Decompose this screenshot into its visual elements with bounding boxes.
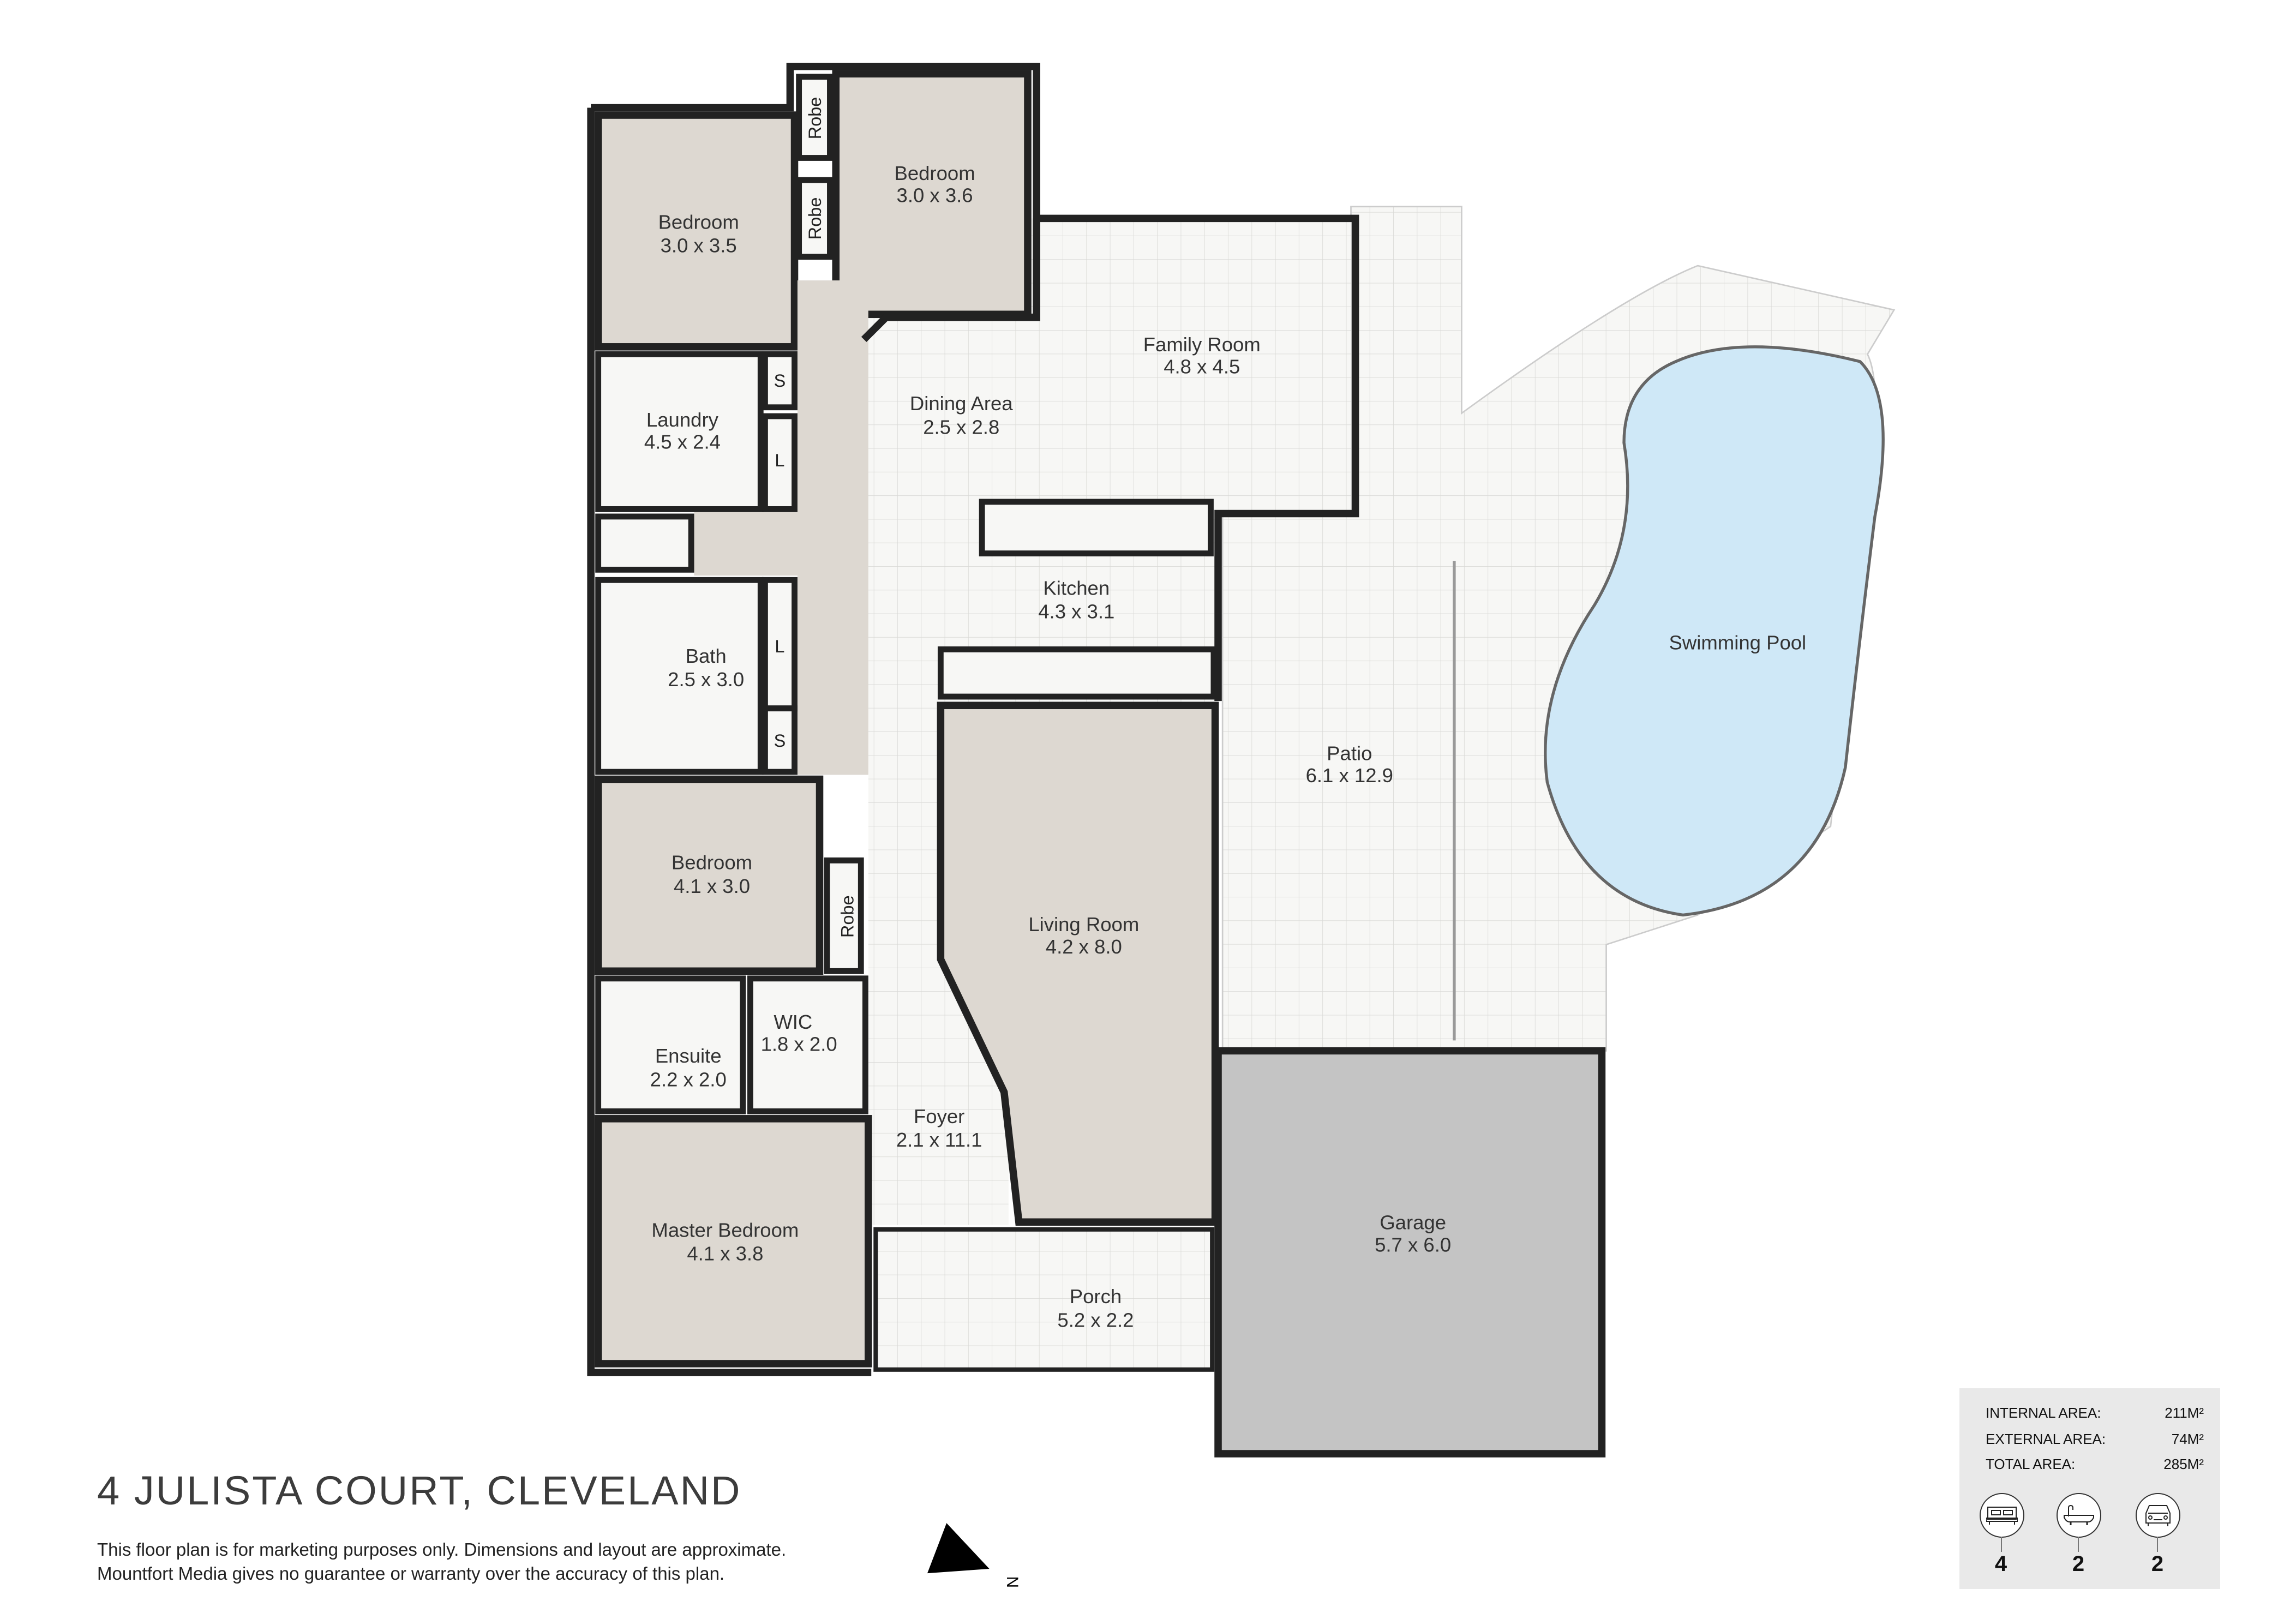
porch-floor (873, 1227, 1215, 1372)
swimming-pool (1544, 345, 1885, 917)
room-name: Living Room (1028, 913, 1139, 936)
room-dim: 2.2 x 2.0 (650, 1068, 727, 1090)
robe-3[interactable] (824, 857, 864, 974)
hallway-2 (694, 509, 805, 576)
living-room (937, 701, 1219, 1226)
room-name: Ensuite (655, 1045, 722, 1067)
cupboard-l-label: L (775, 451, 784, 470)
cupboard-s-label: S (774, 731, 786, 751)
room-name: Laundry (646, 409, 719, 431)
room-dim: 1.8 x 2.0 (761, 1033, 837, 1055)
label: TOTAL AREA: (1986, 1456, 2076, 1472)
hallway (797, 280, 868, 775)
bedroom-1 (594, 111, 799, 351)
robe-label: Robe (805, 197, 825, 240)
room-name: Garage (1380, 1212, 1446, 1234)
room-dim: 2.5 x 2.8 (923, 416, 999, 438)
room-dim: 4.1 x 3.0 (674, 875, 750, 897)
area-summary-panel: INTERNAL AREA: 211M² EXTERNAL AREA: 74M² T… (1959, 1388, 2220, 1589)
divider (2078, 1537, 2079, 1552)
car-space-count: 2 (2151, 1552, 2164, 1576)
room-dim: 4.3 x 3.1 (1038, 601, 1114, 623)
linen-cupboard-1[interactable] (762, 413, 798, 512)
car-icon (2136, 1493, 2180, 1538)
value: 74M² (2171, 1431, 2204, 1447)
kitchen-bench (979, 499, 1214, 556)
room-name: Patio (1327, 742, 1372, 764)
room-dim: 5.2 x 2.2 (1057, 1309, 1134, 1331)
robe-2[interactable] (796, 177, 833, 260)
disclaimer-line-2: Mountfort Media gives no guarantee or wa… (97, 1563, 725, 1584)
room-dim: 2.1 x 11.1 (896, 1129, 982, 1151)
room-name: Bedroom (894, 162, 975, 184)
robe-label: Robe (838, 895, 858, 938)
room-dim: 4.2 x 8.0 (1046, 936, 1122, 958)
robe-1[interactable] (796, 74, 833, 161)
internal-area-row: INTERNAL AREA: 211M² (1986, 1405, 2204, 1422)
room-dim: 2.5 x 3.0 (668, 668, 744, 691)
ensuite (595, 975, 746, 1114)
property-address: 4 JULISTA COURT, CLEVELAND (97, 1468, 742, 1513)
room-name: Bedroom (672, 852, 752, 874)
master-bedroom (594, 1115, 872, 1368)
room-name: Bath (686, 645, 727, 667)
robe-label: Robe (805, 97, 825, 140)
divider (2001, 1537, 2002, 1552)
divider (2157, 1537, 2158, 1552)
bedroom-count: 4 (1994, 1552, 2007, 1576)
bed-icon (1980, 1493, 2024, 1538)
external-area-row: EXTERNAL AREA: 74M² (1986, 1431, 2204, 1448)
bedroom-3 (594, 775, 824, 975)
room-dim: 4.1 x 3.8 (687, 1243, 763, 1265)
room-dim: 3.0 x 3.6 (897, 184, 973, 207)
room-name: Dining Area (910, 392, 1013, 415)
toilet (595, 513, 694, 573)
room-dim: 4.5 x 2.4 (644, 430, 721, 453)
bath (595, 577, 764, 775)
room-dim: 3.0 x 3.5 (661, 235, 737, 257)
room-name: Master Bedroom (651, 1219, 799, 1241)
laundry-cupboard-s[interactable] (762, 351, 798, 411)
room-dim: 6.1 x 12.9 (1306, 764, 1393, 787)
value: 211M² (2165, 1405, 2204, 1421)
storage-cupboard[interactable] (762, 705, 798, 775)
bath-icon (2057, 1493, 2101, 1538)
cupboard-s-label: S (774, 371, 786, 391)
room-name: Kitchen (1043, 577, 1110, 599)
room-name: Family Room (1143, 333, 1261, 356)
room-name: Swimming Pool (1669, 631, 1807, 653)
garage-floor (1214, 1047, 1606, 1458)
total-area-row: TOTAL AREA: 285M² (1986, 1456, 2204, 1473)
laundry (595, 351, 764, 512)
room-name: Porch (1070, 1285, 1122, 1308)
disclaimer-line-1: This floor plan is for marketing purpose… (97, 1539, 787, 1560)
room-name: Bedroom (658, 211, 739, 233)
value: 285M² (2163, 1456, 2204, 1472)
room-dim: 5.7 x 6.0 (1375, 1233, 1451, 1256)
north-arrow-icon: N (927, 1523, 1021, 1588)
north-label: N (1003, 1576, 1021, 1588)
room-dim: 4.8 x 4.5 (1164, 356, 1240, 378)
label: EXTERNAL AREA: (1986, 1431, 2106, 1447)
label: INTERNAL AREA: (1986, 1405, 2101, 1421)
wic (747, 975, 868, 1114)
cupboard-l-label: L (775, 637, 784, 656)
bathroom-count: 2 (2072, 1552, 2085, 1576)
exterior-wall (587, 62, 1359, 1376)
kitchen-counter (937, 646, 1217, 700)
room-name: Foyer (914, 1105, 964, 1128)
room-name: WIC (774, 1011, 812, 1033)
